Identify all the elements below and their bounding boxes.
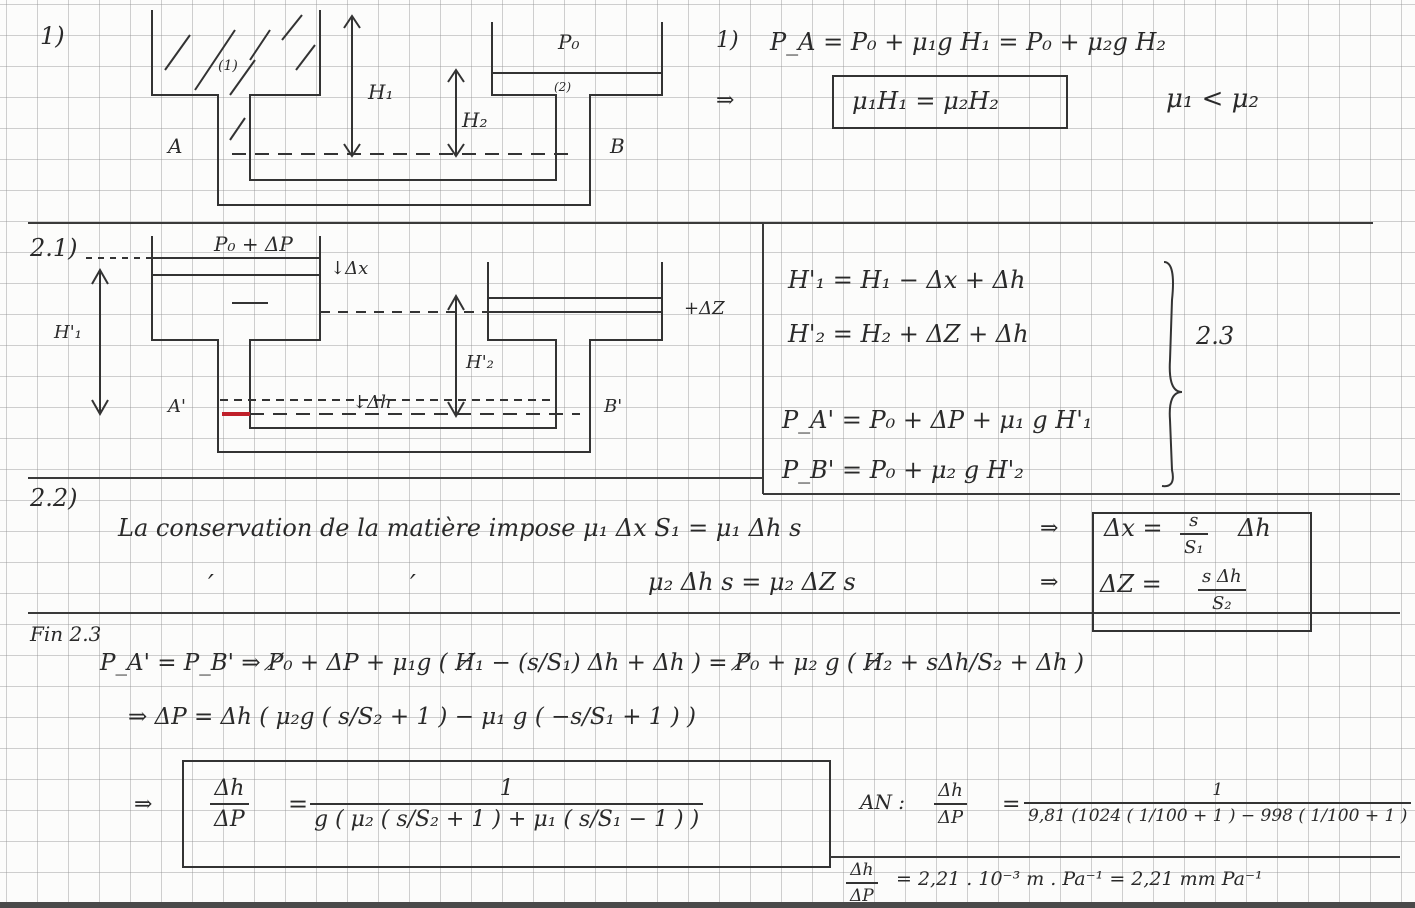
label-h2-prime: H'₂ — [466, 352, 494, 373]
label-b-prime: B' — [604, 396, 623, 417]
result-box — [182, 760, 831, 868]
label-fluid1: (1) — [218, 58, 238, 74]
section22-boxes — [1092, 512, 1312, 632]
label-a-prime: A' — [168, 396, 186, 417]
section1-eq-label: 1) — [716, 28, 739, 53]
section22-label: 2.2) — [30, 484, 78, 512]
an-label: AN : — [860, 790, 906, 814]
section22-arrow2: ⇒ — [1040, 570, 1059, 595]
system-eq-1: H'₁ = H₁ − Δx + Δh — [788, 266, 1026, 294]
section1-boxed-result: μ₁H₁ = μ₂H₂ — [832, 75, 1068, 129]
separator-3 — [763, 493, 1400, 495]
box2-lhs: ΔZ = — [1100, 570, 1162, 598]
section22-line1: La conservation de la matière impose μ₁ … — [118, 514, 802, 542]
ditto-mark-2: ′ — [410, 570, 416, 600]
an-eq: = — [1002, 792, 1021, 817]
label-h1: H₁ — [368, 80, 394, 104]
section23-line2: ⇒ ΔP = Δh ( μ₂g ( s/S₂ + 1 ) − μ₁ g ( −s… — [128, 704, 696, 730]
system-eq-3: P_A' = P₀ + ΔP + μ₁ g H'₁ — [782, 406, 1093, 434]
page-bottom-edge — [0, 902, 1415, 908]
system-eq-4: P_B' = P₀ + μ₂ g H'₂ — [782, 456, 1024, 484]
separator-4 — [28, 612, 1400, 614]
system-ref: 2.3 — [1196, 322, 1235, 350]
section23-line1: P_A' = P_B' ⇒ P̸₀ + ΔP + μ₁g ( H̸₁ − (s/… — [100, 650, 1084, 676]
label-fluid2: (2) — [554, 80, 571, 94]
separator-1 — [28, 222, 1373, 224]
ditto-mark-1: ′ — [208, 570, 214, 600]
result-eq: = — [288, 790, 309, 818]
label-dx: ↓Δx — [330, 258, 369, 279]
section22-line2: μ₂ Δh s = μ₂ ΔZ s — [648, 568, 856, 596]
label-dh: ↓Δh — [352, 392, 392, 413]
section1-label: 1) — [40, 22, 65, 50]
label-p0: P₀ — [558, 30, 580, 54]
section1-eq1: P_A = P₀ + μ₁g H₁ = P₀ + μ₂g H₂ — [770, 28, 1167, 56]
box1-lhs: Δx = — [1104, 514, 1163, 542]
label-h2: H₂ — [462, 108, 488, 132]
label-p0-plus-dp: P₀ + ΔP — [214, 232, 293, 256]
label-b: B — [610, 134, 625, 158]
section23-arrow: ⇒ — [134, 792, 153, 817]
label-a: A — [168, 134, 183, 158]
final-separator — [830, 856, 1400, 858]
separator-2 — [28, 477, 763, 479]
section1-inequality: μ₁ < μ₂ — [1166, 84, 1259, 114]
label-dz: +ΔZ — [684, 298, 725, 319]
section23-label: Fin 2.3 — [30, 622, 102, 646]
section22-arrow1: ⇒ — [1040, 516, 1059, 541]
section1-arrow: ⇒ — [716, 88, 735, 113]
system-eq-2: H'₂ = H₂ + ΔZ + Δh — [788, 320, 1029, 348]
label-h1-prime: H'₁ — [54, 322, 82, 343]
section21-label: 2.1) — [30, 234, 78, 262]
system-frame-left — [762, 224, 764, 494]
box1-tail: Δh — [1238, 514, 1271, 542]
final-rhs: = 2,21 . 10⁻³ m . Pa⁻¹ = 2,21 mm Pa⁻¹ — [896, 868, 1263, 890]
